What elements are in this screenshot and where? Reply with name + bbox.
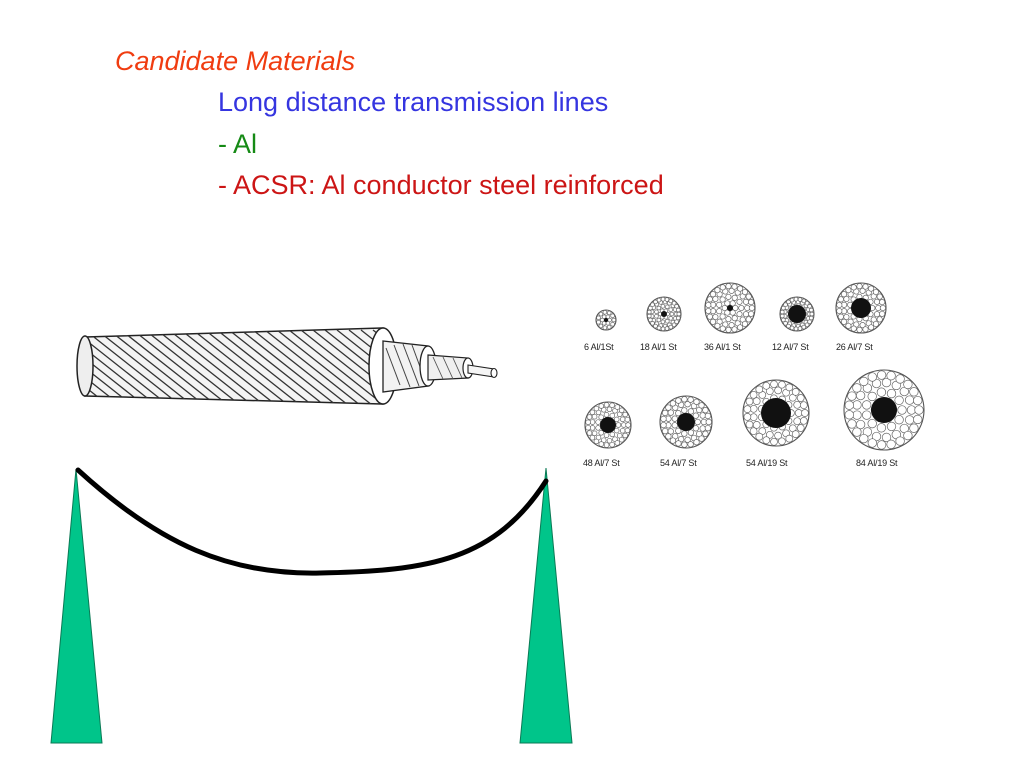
- stranding-6: 48 Al/7 St: [583, 401, 632, 468]
- stranding-1: 6 Al/1St: [584, 309, 617, 352]
- stranding-7: 54 Al/7 St: [659, 395, 713, 468]
- subtitle-transmission-lines: Long distance transmission lines: [218, 87, 609, 117]
- stranding-label: 54 Al/19 St: [746, 458, 788, 468]
- bullet-acsr: - ACSR: Al conductor steel reinforced: [218, 170, 664, 200]
- slide-title: Candidate Materials: [115, 46, 356, 76]
- acsr-cable-illustration: [76, 327, 498, 405]
- stranding-4: 12 Al/7 St: [772, 296, 815, 352]
- bullet-al: - Al: [218, 129, 258, 159]
- stranding-label: 18 Al/1 St: [640, 342, 677, 352]
- stranding-9: 84 Al/19 St: [843, 369, 925, 468]
- stranding-3: 36 Al/1 St: [704, 282, 756, 352]
- stranding-2: 18 Al/1 St: [640, 296, 682, 352]
- sagging-conductor: [75, 467, 549, 576]
- acsr-stranding-cross-sections: 6 Al/1St 18 Al/1 St 36 Al/1 St 12 Al/7 St 26…: [583, 282, 925, 468]
- stranding-label: 26 Al/7 St: [836, 342, 873, 352]
- right-tower: [519, 467, 573, 744]
- transmission-line-diagram: [50, 467, 573, 744]
- left-tower: [50, 468, 103, 744]
- stranding-8: 54 Al/19 St: [742, 379, 810, 468]
- stranding-label: 48 Al/7 St: [583, 458, 620, 468]
- stranding-label: 12 Al/7 St: [772, 342, 809, 352]
- stranding-label: 6 Al/1St: [584, 342, 614, 352]
- stranding-label: 54 Al/7 St: [660, 458, 697, 468]
- stranding-label: 36 Al/1 St: [704, 342, 741, 352]
- stranding-5: 26 Al/7 St: [835, 282, 887, 352]
- stranding-label: 84 Al/19 St: [856, 458, 898, 468]
